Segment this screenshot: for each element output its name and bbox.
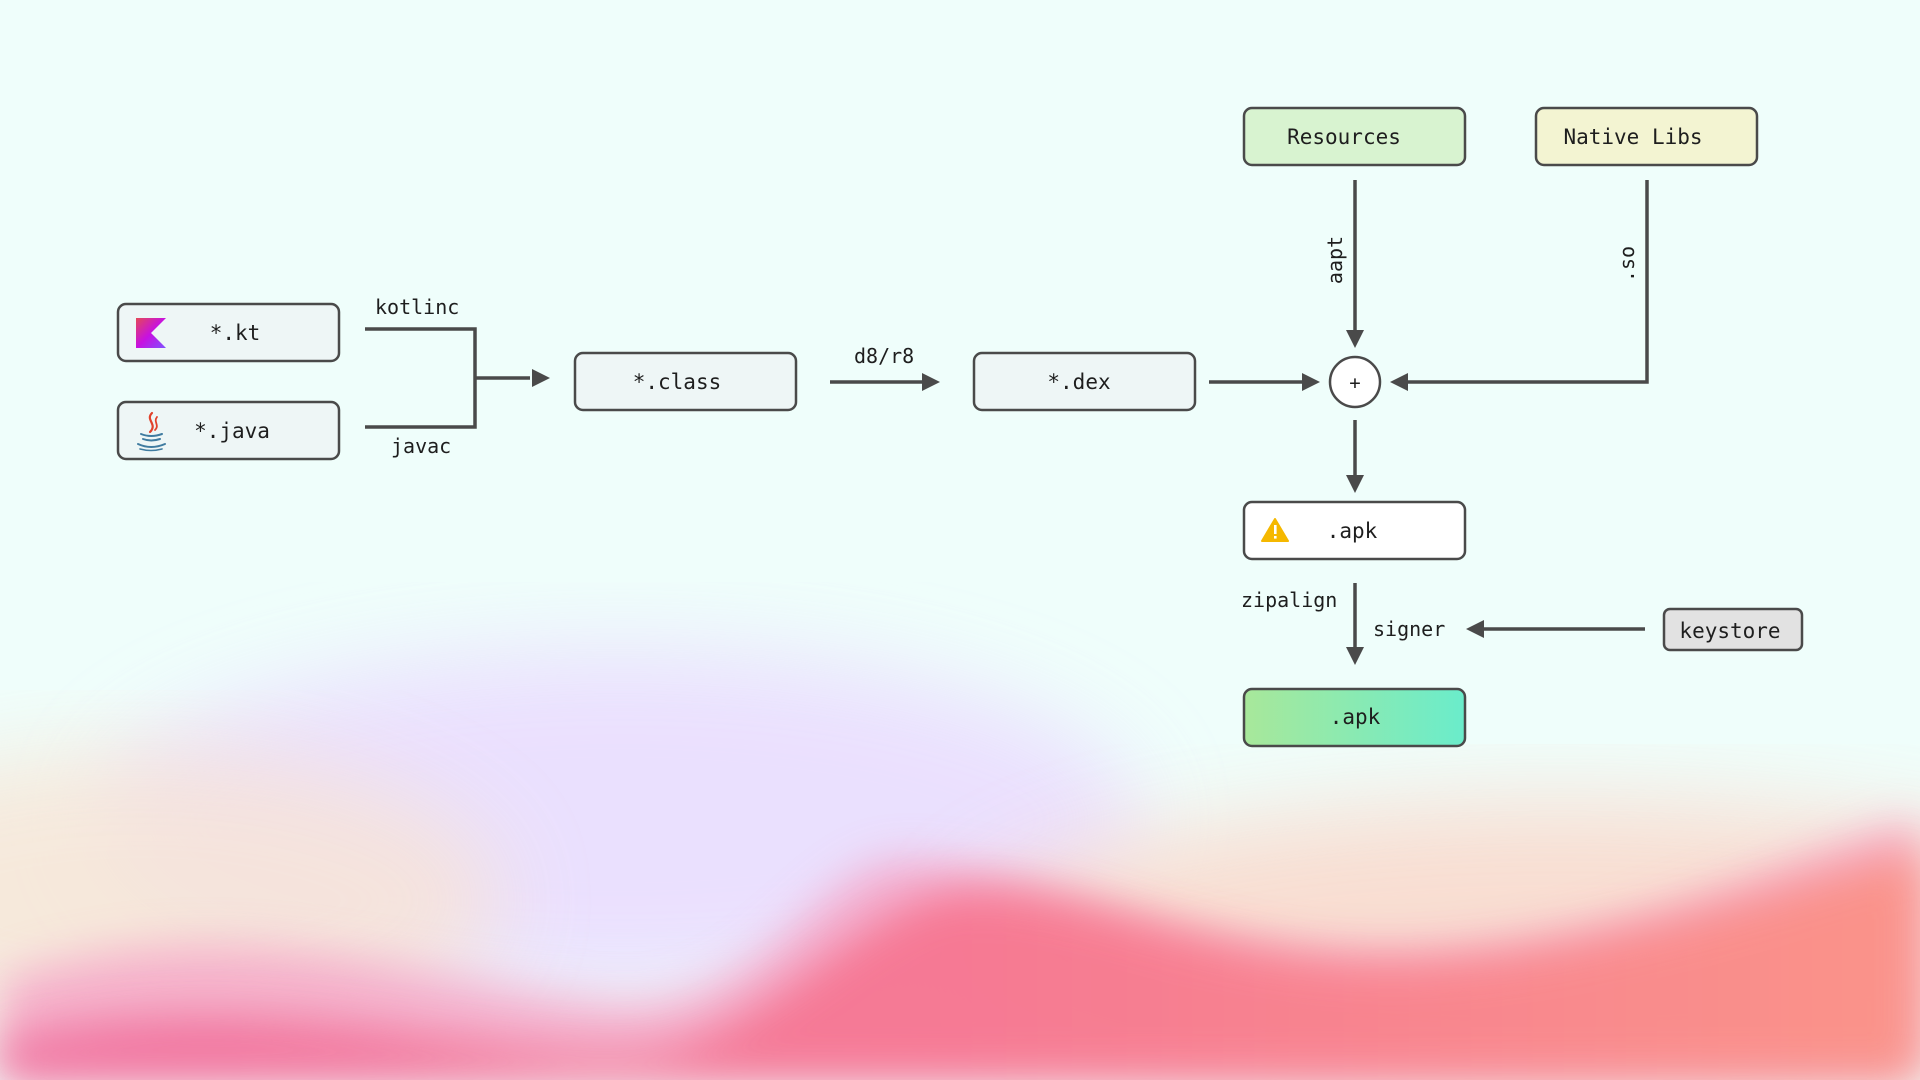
edge-label-aapt: aapt <box>1323 236 1347 284</box>
edge-label-so: .so <box>1615 246 1639 282</box>
edge-compile <box>365 327 550 429</box>
edge-label-kotlinc: kotlinc <box>375 295 459 319</box>
arrowhead <box>1390 373 1408 391</box>
edge-d8r8 <box>830 373 940 391</box>
node-signed-apk-label: .apk <box>1330 705 1381 729</box>
node-resources: Resources <box>1242 106 1467 167</box>
arrowhead <box>1346 330 1364 348</box>
node-signed-apk: .apk <box>1242 687 1467 748</box>
node-native-libs: Native Libs <box>1534 106 1759 167</box>
edge-merge-to-apk <box>1346 420 1364 493</box>
arrowhead <box>532 369 550 387</box>
node-keystore-label: keystore <box>1679 619 1780 643</box>
node-dex: *.dex <box>972 351 1197 412</box>
edge-aapt <box>1346 180 1364 348</box>
arrowhead <box>922 373 940 391</box>
warning-icon <box>1261 518 1289 542</box>
merge-node: + <box>1328 355 1382 409</box>
node-kt: *.kt <box>116 302 341 363</box>
edge-sign <box>1346 583 1364 665</box>
node-unsigned-apk: .apk <box>1242 500 1467 561</box>
edge-keystore <box>1466 620 1645 638</box>
edge-so <box>1390 180 1649 391</box>
arrowhead <box>1346 647 1364 665</box>
edge-label-d8r8: d8/r8 <box>854 344 914 368</box>
edge-label-zipalign: zipalign <box>1241 588 1337 612</box>
kotlin-logo-icon <box>136 318 166 348</box>
node-keystore: keystore <box>1662 607 1804 652</box>
node-java-label: *.java <box>194 419 270 443</box>
arrowhead <box>1346 475 1364 493</box>
arrowhead <box>1466 620 1484 638</box>
node-kt-label: *.kt <box>210 321 261 345</box>
node-class: *.class <box>573 351 798 412</box>
edge-label-javac: javac <box>391 434 451 458</box>
edge-dex-to-merge <box>1209 373 1320 391</box>
node-dex-label: *.dex <box>1047 370 1110 394</box>
node-resources-label: Resources <box>1287 125 1401 149</box>
node-unsigned-apk-label: .apk <box>1327 519 1378 543</box>
merge-node-label: + <box>1349 372 1360 394</box>
node-class-label: *.class <box>633 370 722 394</box>
java-logo-icon <box>137 411 166 452</box>
arrowhead <box>1302 373 1320 391</box>
node-java: *.java <box>116 400 341 461</box>
node-native-libs-label: Native Libs <box>1563 125 1702 149</box>
edge-label-signer: signer <box>1373 617 1445 641</box>
